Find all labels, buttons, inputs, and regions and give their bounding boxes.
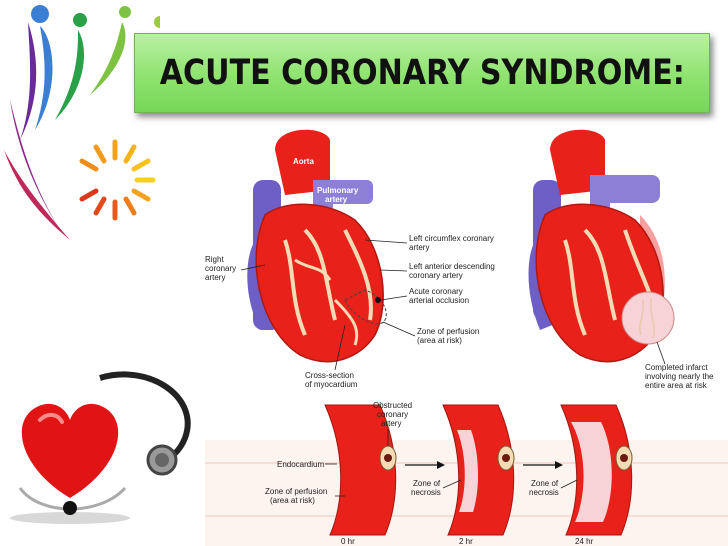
diagram-label-heart-left-labels-pulmonary-1: Pulmonary xyxy=(317,186,359,195)
diagram-label-heart-left-labels-aorta: Aorta xyxy=(293,157,314,166)
diagram-label-heart-right-labels-infarct-1: Completed infarct xyxy=(645,363,708,372)
people-logo-icon xyxy=(4,5,160,240)
diagram-label-cross-section-labels-necrosis-a-2: necrosis xyxy=(411,488,441,497)
diagram-label-heart-left-labels-right-coronary-2: coronary xyxy=(205,264,236,273)
diagram-label-heart-left-labels-pulmonary-2: artery xyxy=(325,195,348,204)
diagram-label-heart-left-labels-left-circumflex-1: Left circumflex coronary xyxy=(409,234,494,243)
heart-left: Aorta Pulmonary artery Right coronary ar… xyxy=(205,129,495,389)
cross-sections: Obstructed coronary artery Endocardium Z… xyxy=(205,401,728,546)
diagram-label-heart-left-labels-perfusion-2: (area at risk) xyxy=(417,336,462,345)
diagram-label-cross-section-labels-time-0: 0 hr xyxy=(341,537,355,546)
diagram-label-cross-section-labels-zone-perf-1: Zone of perfusion xyxy=(265,487,327,496)
diagram-label-heart-left-labels-left-circumflex-2: artery xyxy=(409,243,429,252)
diagram-label-heart-left-labels-occlusion-2: arterial occlusion xyxy=(409,296,469,305)
diagram-label-cross-section-labels-necrosis-b-1: Zone of xyxy=(531,479,559,488)
diagram-label-cross-section-labels-time-2: 2 hr xyxy=(459,537,473,546)
diagram-label-heart-left-labels-lad-2: coronary artery xyxy=(409,271,463,280)
diagram-label-cross-section-labels-obstructed-3: artery xyxy=(381,419,401,428)
diagram-label-heart-left-labels-occlusion-1: Acute coronary xyxy=(409,287,463,296)
diagram-label-cross-section-labels-obstructed-1: Obstructed xyxy=(373,401,412,410)
diagram-label-heart-right-labels-infarct-2: involving nearly the xyxy=(645,372,714,381)
diagram-label-heart-left-labels-perfusion-1: Zone of perfusion xyxy=(417,327,479,336)
diagram-label-heart-left-labels-right-coronary-3: artery xyxy=(205,273,225,282)
diagram-label-cross-section-labels-necrosis-b-2: necrosis xyxy=(529,488,559,497)
diagram-label-cross-section-labels-necrosis-a-1: Zone of xyxy=(413,479,441,488)
heart-right: Completed infarct involving nearly the e… xyxy=(528,129,714,390)
diagram-label-heart-left-labels-cross-section-2: of myocardium xyxy=(305,380,358,389)
coronary-diagram: Aorta Pulmonary artery Right coronary ar… xyxy=(205,129,728,546)
diagram-label-cross-section-labels-zone-perf-2: (area at risk) xyxy=(270,496,315,505)
heart-stethoscope-icon xyxy=(10,371,191,524)
diagram-label-heart-right-labels-infarct-3: entire area at risk xyxy=(645,381,708,390)
diagram-label-cross-section-labels-time-24: 24 hr xyxy=(575,537,594,546)
slide-title: ACUTE CORONARY SYNDROME: xyxy=(159,53,685,93)
diagram-label-heart-left-labels-right-coronary-1: Right xyxy=(205,255,224,264)
title-banner: ACUTE CORONARY SYNDROME: xyxy=(134,33,710,113)
diagram-label-heart-left-labels-lad-1: Left anterior descending xyxy=(409,262,495,271)
diagram-label-cross-section-labels-obstructed-2: coronary xyxy=(377,410,408,419)
diagram-label-cross-section-labels-endocardium: Endocardium xyxy=(277,460,324,469)
diagram-label-heart-left-labels-cross-section-1: Cross-section xyxy=(305,371,354,380)
